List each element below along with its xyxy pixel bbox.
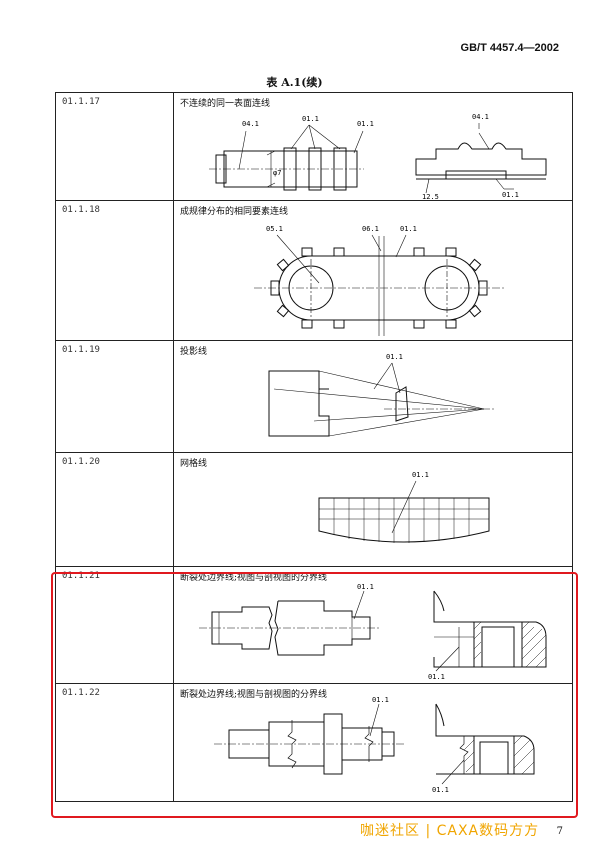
row-label: 断裂处边界线;视图与剖视图的分界线	[180, 573, 328, 583]
callout-text: 01.1	[386, 353, 403, 361]
row-label: 不连续的同一表面连线	[180, 99, 271, 109]
row-label: 投影线	[180, 347, 208, 357]
callout-text: 01.1	[357, 120, 374, 128]
callout-text: 04.1	[242, 120, 259, 128]
figure-01-1-21: 01.1 01.1	[199, 583, 547, 681]
row-code: 01.1.20	[55, 452, 174, 567]
row-description: 断裂处边界线;视图与剖视图的分界线	[173, 683, 573, 802]
callout-text: 01.1	[372, 696, 389, 704]
dimension-text: φ7	[273, 169, 281, 177]
figure-01-1-17: 04.1 01.1 01.1 04.1 01.1 φ7 12.5	[209, 113, 547, 201]
symbol-table: 01.1.17 不连续的同一表面连线	[55, 92, 573, 802]
callout-text: 01.1	[400, 225, 417, 233]
callout-text: 01.1	[357, 583, 374, 591]
row-description: 不连续的同一表面连线	[173, 92, 573, 201]
callout-text: 06.1	[362, 225, 379, 233]
table-caption: 表 A.1(续)	[266, 76, 323, 89]
table-row: 01.1.19 投影线 01.1	[55, 340, 573, 453]
row-code: 01.1.19	[55, 340, 174, 453]
table-row: 01.1.18 成规律分布的相同要素连线	[55, 200, 573, 341]
figure-01-1-19: 01.1	[268, 353, 494, 437]
callout-text: 01.1	[428, 673, 445, 681]
standard-number: GB/T 4457.4—2002	[460, 42, 559, 54]
row-description: 断裂处边界线;视图与剖视图的分界线	[173, 566, 573, 684]
table-row: 01.1.20 网格线	[55, 452, 573, 567]
row-code: 01.1.17	[55, 92, 174, 201]
table-row: 01.1.22 断裂处边界线;视图与剖视图的分界线	[55, 683, 573, 802]
figure-01-1-22: 01.1 01.1	[214, 696, 535, 794]
row-label: 成规律分布的相同要素连线	[180, 207, 289, 217]
figure-01-1-20: 01.1	[318, 471, 490, 543]
callout-text: 01.1	[502, 191, 519, 199]
row-label: 断裂处边界线;视图与剖视图的分界线	[180, 690, 328, 700]
row-description: 成规律分布的相同要素连线	[173, 200, 573, 341]
watermark: 咖迷社区 | CAXA数码方方	[360, 823, 540, 839]
table-row: 01.1.17 不连续的同一表面连线	[55, 92, 573, 201]
callout-text: 04.1	[472, 113, 489, 121]
callout-text: 01.1	[302, 115, 319, 123]
row-description: 投影线 01.1	[173, 340, 573, 453]
callout-text: 05.1	[266, 225, 283, 233]
figure-01-1-18: 05.1 06.1 01.1	[254, 225, 504, 336]
row-code: 01.1.22	[55, 683, 174, 802]
row-label: 网格线	[180, 459, 208, 469]
page-number: 7	[556, 826, 563, 837]
dimension-text: 12.5	[422, 193, 439, 201]
row-code: 01.1.18	[55, 200, 174, 341]
row-description: 网格线 01.1	[173, 452, 573, 567]
highlight-box	[51, 572, 578, 818]
callout-text: 01.1	[412, 471, 429, 479]
callout-text: 01.1	[432, 786, 449, 794]
